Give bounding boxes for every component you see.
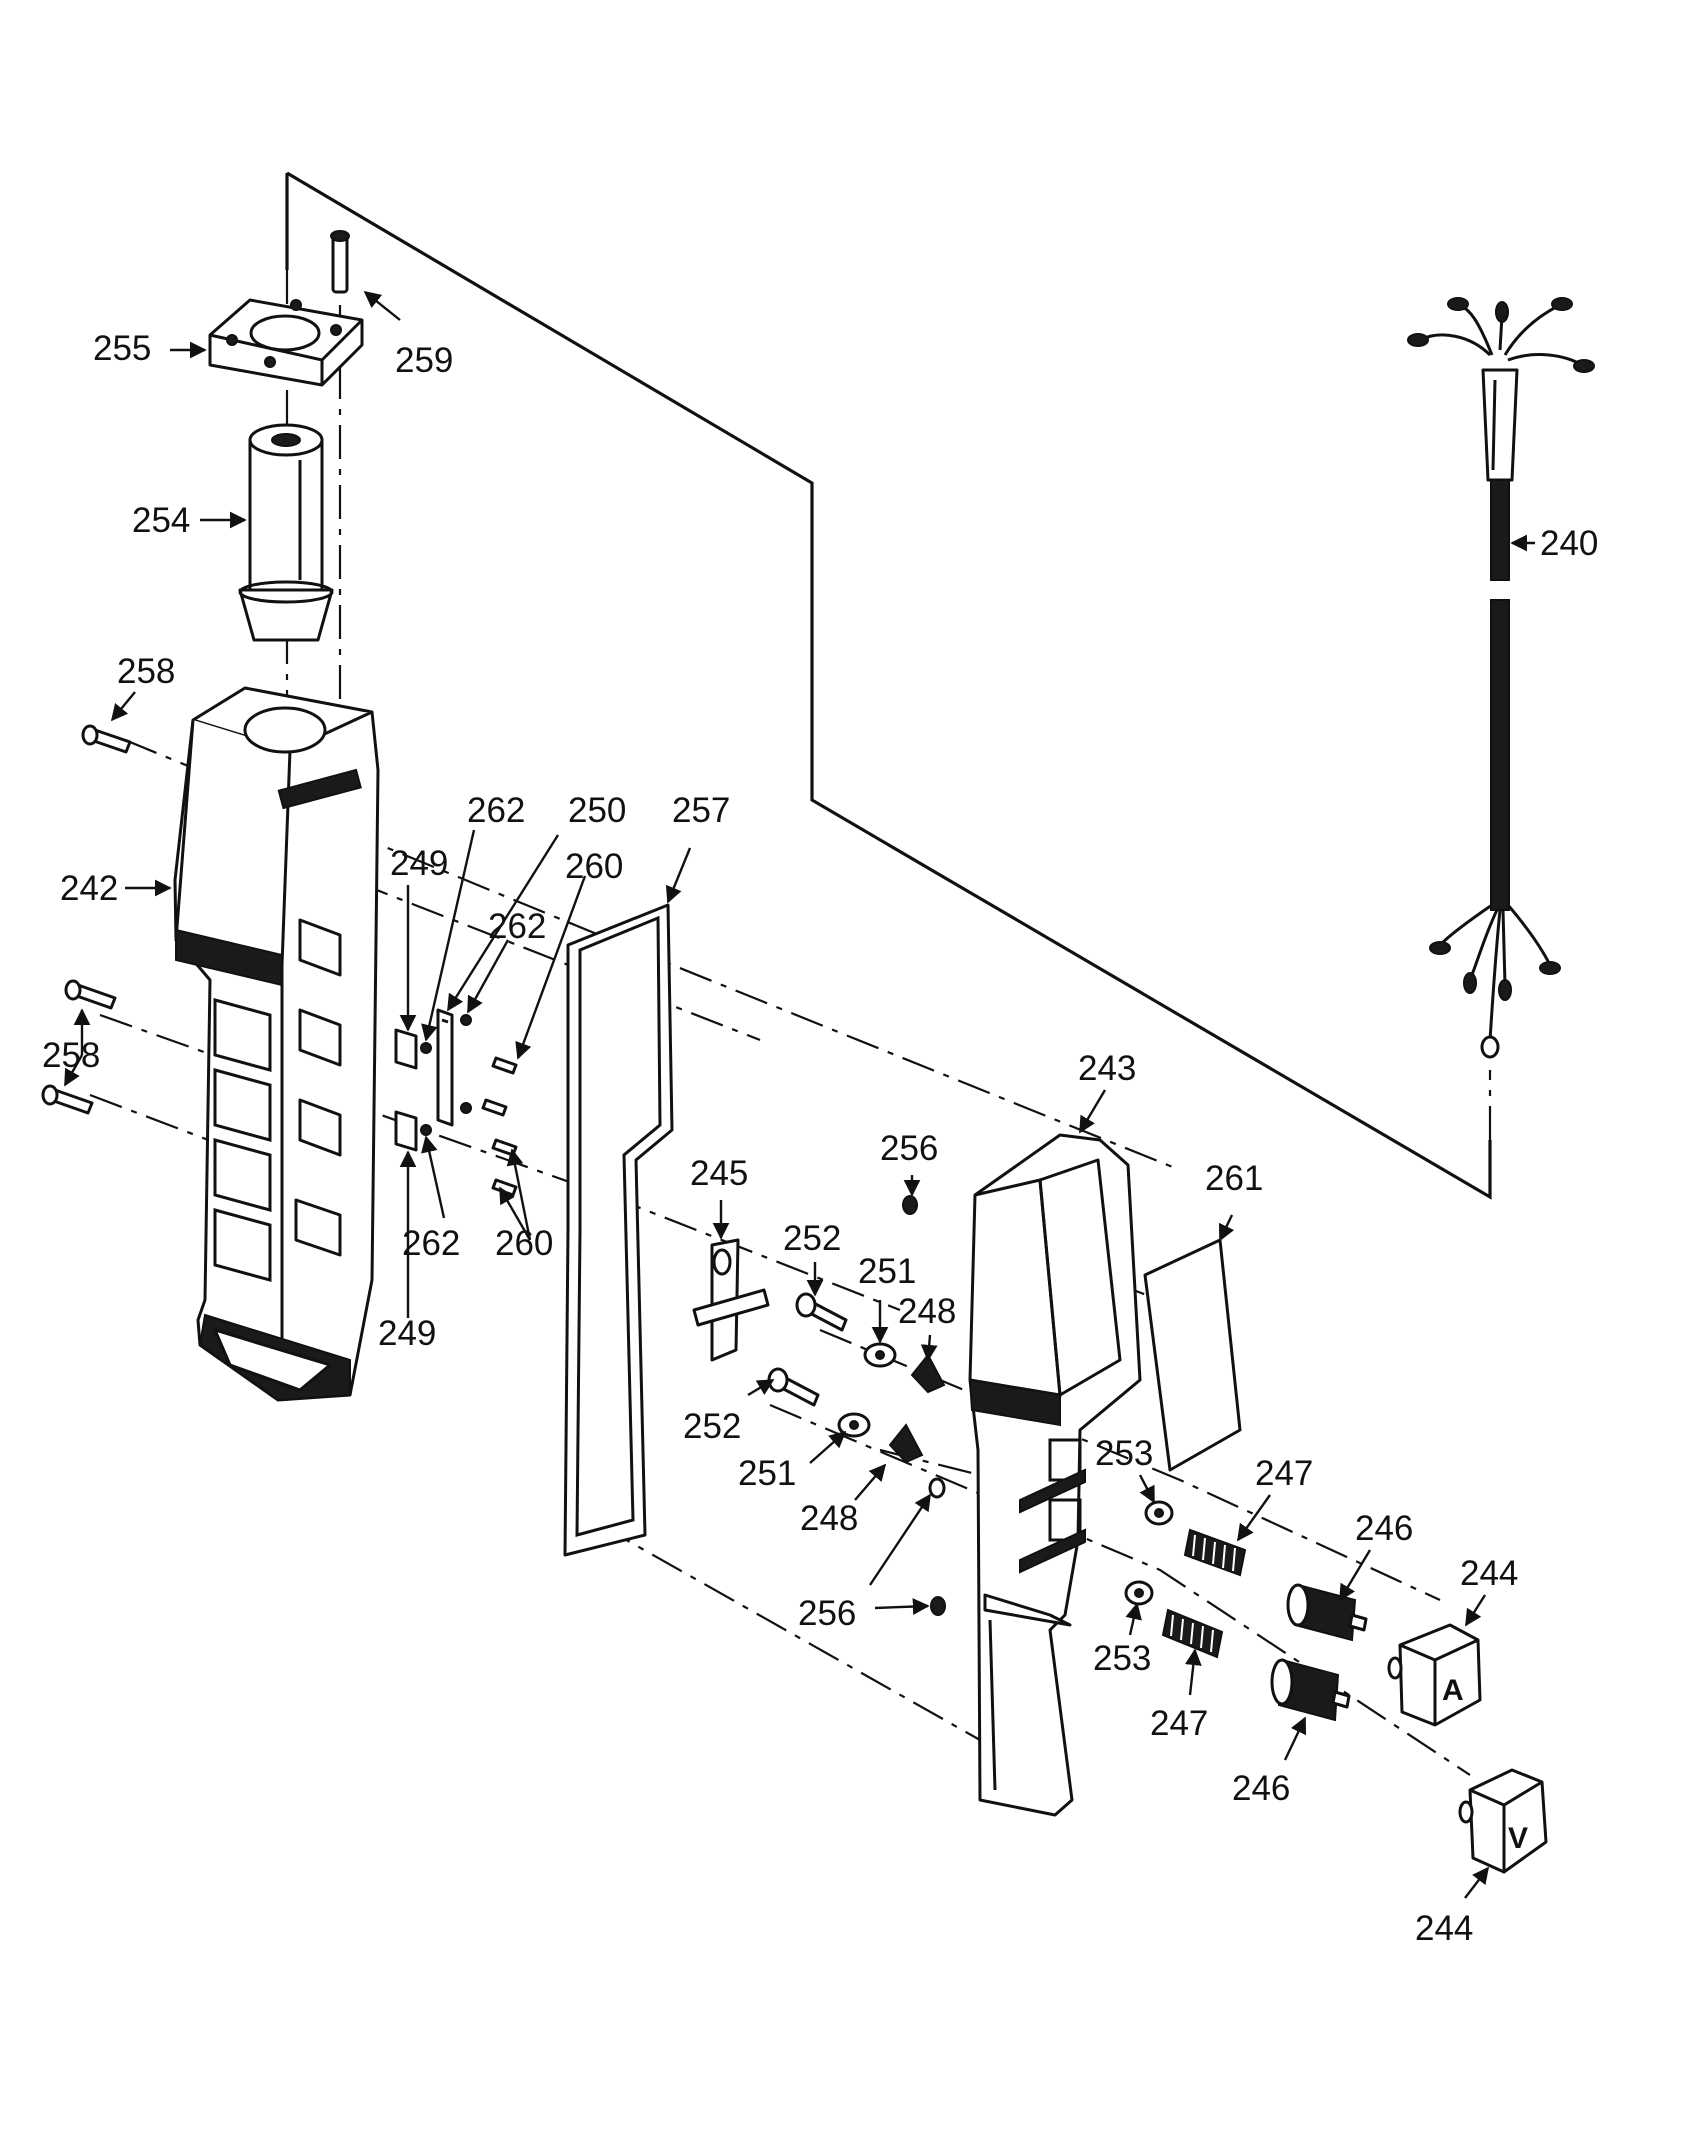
callout-247-top: 247 xyxy=(1255,1454,1313,1493)
nut-262-middle-icon xyxy=(420,1042,432,1054)
bracket-245-icon xyxy=(692,1238,770,1362)
callout-251-top: 251 xyxy=(858,1252,916,1291)
grip-ribs xyxy=(213,998,272,1282)
strain-relief-tube-254-icon xyxy=(238,423,334,642)
button-down-letter: V xyxy=(1508,1822,1528,1855)
flange-plate-255-icon xyxy=(208,298,364,387)
nut-256-middle-icon xyxy=(928,1477,946,1499)
callout-255: 255 xyxy=(93,329,151,368)
washer-251-upper-icon xyxy=(863,1342,897,1368)
cord-assembly-240-icon xyxy=(1407,297,1595,1059)
callout-252-top: 252 xyxy=(783,1219,841,1258)
callout-247-bottom: 247 xyxy=(1150,1704,1208,1743)
spring-247-lower-icon xyxy=(1161,1608,1224,1659)
callout-258-top: 258 xyxy=(117,652,175,691)
callout-256-top: 256 xyxy=(880,1129,938,1168)
callout-249-bottom: 249 xyxy=(378,1314,436,1353)
washer-253-upper-icon xyxy=(1144,1500,1174,1526)
label-261-icon xyxy=(1143,1238,1242,1472)
nut-262-lower-icon xyxy=(420,1102,472,1136)
plug-248-upper-icon xyxy=(910,1353,946,1394)
front-housing-243-icon xyxy=(968,1133,1142,1817)
plunger-246-lower-icon xyxy=(1270,1658,1351,1722)
contact-plate-249-lower-icon xyxy=(394,1110,418,1152)
callout-259: 259 xyxy=(395,341,453,380)
plug-248-lower-icon xyxy=(888,1423,924,1464)
callout-258-bottom: 258 xyxy=(42,1036,100,1075)
callout-262-bottom: 262 xyxy=(402,1224,460,1263)
callout-253-bottom: 253 xyxy=(1093,1639,1151,1678)
callout-260-bottom: 260 xyxy=(495,1224,553,1263)
screw-258-middle-icon xyxy=(64,979,117,1010)
callout-245: 245 xyxy=(690,1154,748,1193)
callout-244-top: 244 xyxy=(1460,1554,1518,1593)
button-cap-244-down-icon: V xyxy=(1458,1768,1548,1874)
washer-251-lower-icon xyxy=(837,1412,871,1438)
screw-258-lower-icon xyxy=(41,1084,94,1115)
callout-248-bottom: 248 xyxy=(800,1499,858,1538)
callout-251-bottom: 251 xyxy=(738,1454,796,1493)
callout-256-bottom: 256 xyxy=(798,1594,856,1633)
leader-arrows xyxy=(63,290,1535,1899)
screw-259-icon xyxy=(330,230,350,294)
gasket-257-icon xyxy=(563,903,674,1557)
callout-246-top: 246 xyxy=(1355,1509,1413,1548)
screw-258-upper-icon xyxy=(81,724,132,754)
bracket-250-icon xyxy=(436,1008,454,1127)
rear-housing-242-icon xyxy=(173,686,380,1402)
callout-262-middle: 262 xyxy=(488,907,546,946)
contact-plate-249-upper-icon xyxy=(394,1028,418,1070)
callout-262-top: 262 xyxy=(467,791,525,830)
callout-246-bottom: 246 xyxy=(1232,1769,1290,1808)
callout-249-top: 249 xyxy=(390,844,448,883)
screw-260-group-icon xyxy=(481,1056,518,1197)
callout-254: 254 xyxy=(132,501,190,540)
washer-253-lower-icon xyxy=(1124,1580,1154,1606)
callout-240: 240 xyxy=(1540,524,1598,563)
callout-260-top: 260 xyxy=(565,847,623,886)
callout-250: 250 xyxy=(568,791,626,830)
callout-243: 243 xyxy=(1078,1049,1136,1088)
spring-247-upper-icon xyxy=(1183,1528,1247,1577)
callout-257: 257 xyxy=(672,791,730,830)
button-up-letter: A xyxy=(1442,1674,1464,1707)
plunger-246-upper-icon xyxy=(1286,1583,1368,1642)
callout-252-bottom: 252 xyxy=(683,1407,741,1446)
bolt-252-upper-icon xyxy=(795,1292,848,1332)
button-cap-244-up-icon: A xyxy=(1387,1623,1482,1727)
callout-244-bottom: 244 xyxy=(1415,1909,1473,1948)
callout-labels: 240 255 259 254 258 242 258 249 262 250 … xyxy=(42,329,1598,1948)
callout-261: 261 xyxy=(1205,1159,1263,1198)
nut-256-top-icon xyxy=(902,1195,918,1215)
nut-256-bottom-icon xyxy=(930,1596,946,1616)
callout-253-top: 253 xyxy=(1095,1434,1153,1473)
nut-262-upper-icon xyxy=(460,1014,472,1026)
callout-242: 242 xyxy=(60,869,118,908)
bolt-252-lower-icon xyxy=(767,1367,820,1407)
callout-248-top: 248 xyxy=(898,1292,956,1331)
assembly-boundary-line xyxy=(285,171,1492,1200)
